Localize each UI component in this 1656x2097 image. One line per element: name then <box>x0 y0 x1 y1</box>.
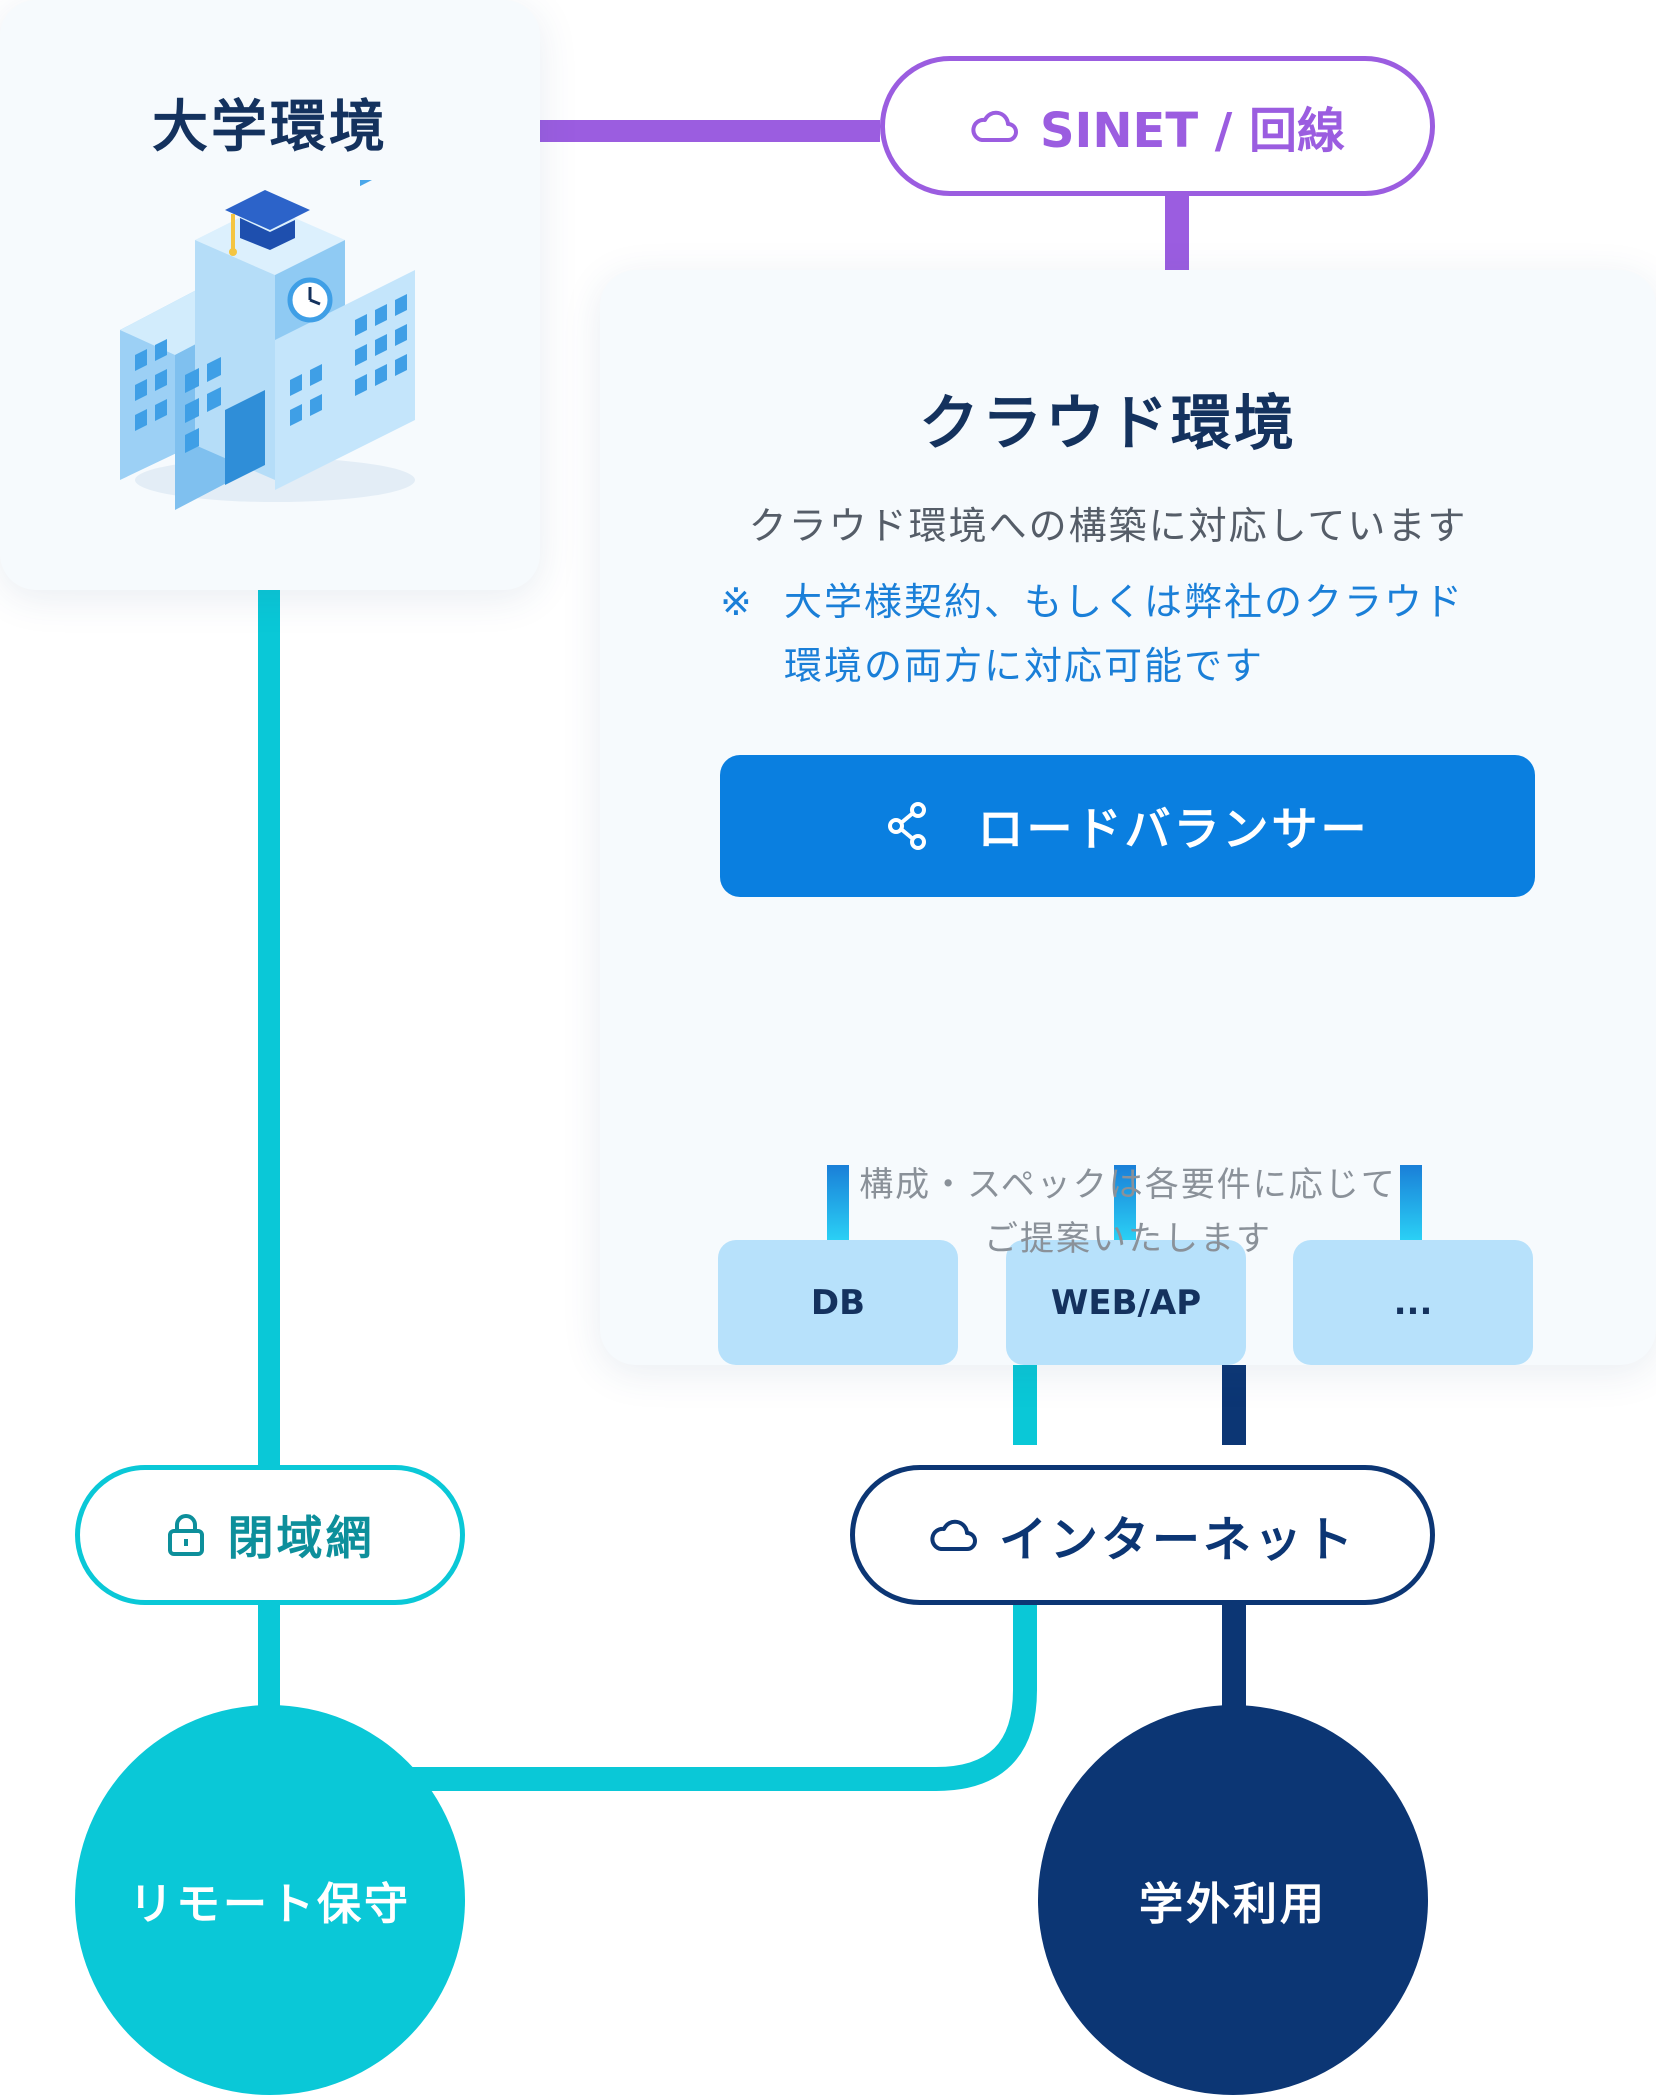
lb-connector-1 <box>827 1165 849 1240</box>
closed-network-pill: 閉域網 <box>75 1465 465 1605</box>
sinet-label: SINET / 回線 <box>1039 103 1346 159</box>
cloud-note: ※ 大学様契約、もしくは弊社のクラウド 環境の両方に対応可能です <box>720 570 1464 698</box>
load-balancer-box: ロードバランサー <box>720 755 1535 897</box>
closed-network-label: 閉域網 <box>227 1511 375 1565</box>
cloud-card: クラウド環境 クラウド環境への構築に対応しています ※ 大学様契約、もしくは弊社… <box>600 270 1656 1365</box>
note-mark: ※ <box>720 580 754 624</box>
connector-sinet-cloud <box>1165 195 1189 270</box>
campus-title: 大学環境 <box>152 95 388 160</box>
university-building-icon <box>120 180 415 510</box>
server-web-ap: WEB/AP <box>1006 1240 1246 1365</box>
cloud-icon <box>971 110 1018 142</box>
connector-cloud-internet-teal <box>1013 1365 1037 1445</box>
cloud-description: クラウド環境への構築に対応しています <box>748 504 1468 548</box>
note-line-1: 大学様契約、もしくは弊社のクラウド <box>784 580 1465 624</box>
lock-icon <box>167 1514 204 1556</box>
note-line-2: 環境の両方に対応可能です <box>784 644 1265 688</box>
external-label: 学外利用 <box>1139 1879 1327 1930</box>
load-balancer-label: ロードバランサー <box>977 802 1370 856</box>
share-icon <box>887 802 926 850</box>
footnote-line-2: ご提案いたします <box>984 1219 1272 1259</box>
remote-maintenance-node: リモート保守 <box>75 1705 465 2095</box>
external-use-node: 学外利用 <box>1038 1705 1428 2095</box>
internet-label: インターネット <box>998 1512 1356 1568</box>
server-db: DB <box>718 1240 958 1365</box>
remote-label: リモート保守 <box>129 1879 411 1930</box>
footnote-line-1: 構成・スペックは各要件に応じて <box>859 1165 1397 1205</box>
cloud-title: クラウド環境 <box>919 389 1297 459</box>
lb-connector-3 <box>1400 1165 1422 1240</box>
server-more: ... <box>1293 1240 1533 1365</box>
lb-connector-2 <box>1114 1165 1136 1240</box>
connector-cloud-internet-navy <box>1222 1365 1246 1445</box>
campus-card: 大学環境 <box>0 0 540 590</box>
internet-pill: インターネット <box>850 1465 1435 1605</box>
sinet-pill: SINET / 回線 <box>880 56 1435 196</box>
connector-campus-closed-network <box>258 590 280 1740</box>
cloud-icon <box>930 1519 977 1551</box>
config-footnote: 構成・スペックは各要件に応じて ご提案いたします <box>600 1158 1656 1266</box>
connector-campus-sinet <box>540 120 880 142</box>
